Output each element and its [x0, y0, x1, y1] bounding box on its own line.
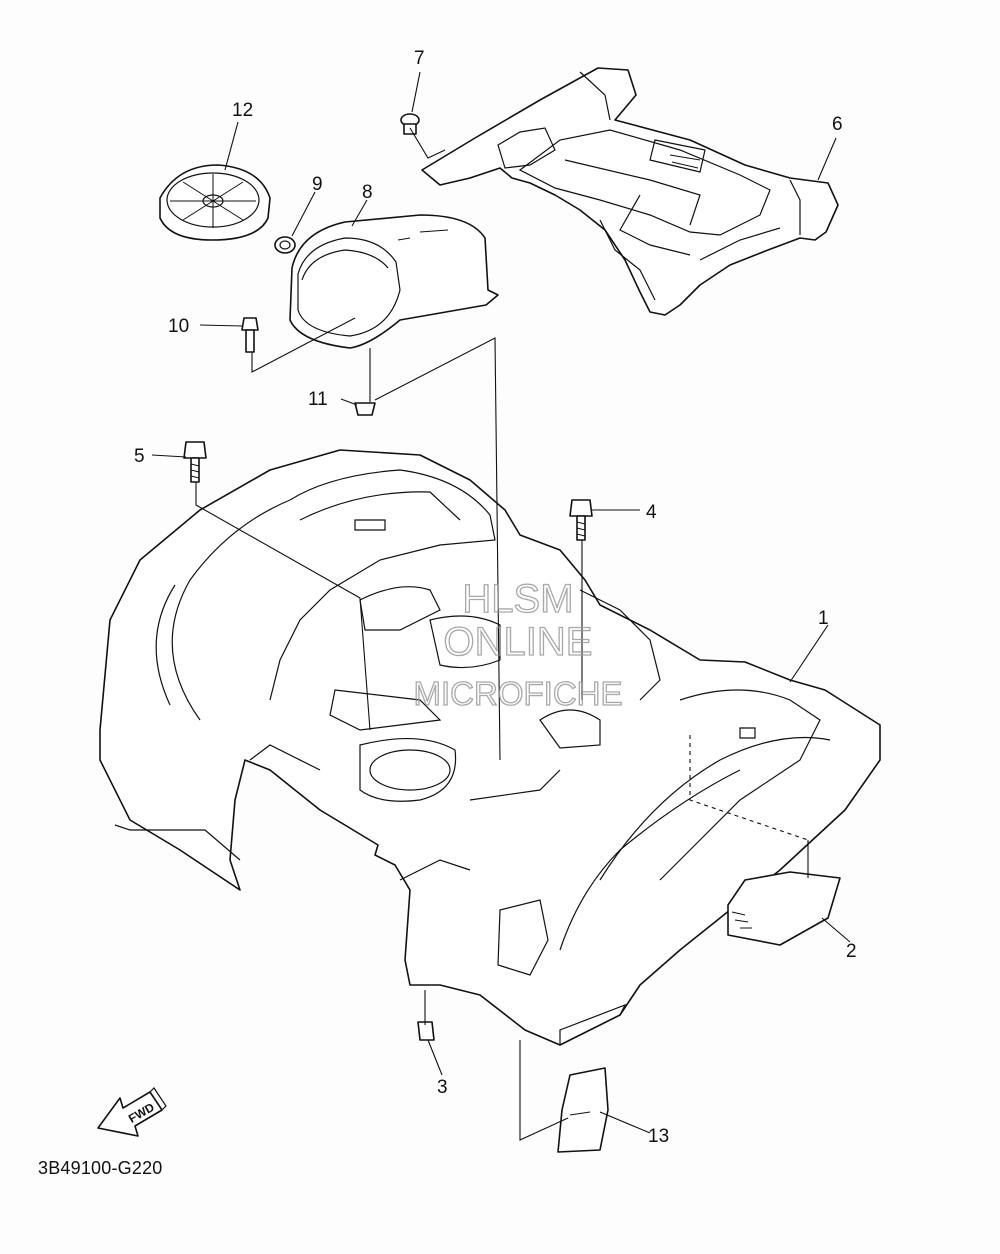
part-5-bolt	[183, 441, 207, 483]
part-10-bolt	[241, 317, 259, 353]
callout-6: 6	[832, 114, 843, 135]
fwd-arrow-icon: FWD	[97, 1087, 167, 1137]
callout-3: 3	[437, 1077, 448, 1098]
callout-4: 4	[646, 502, 657, 523]
reference-code: 3B49100-G220	[38, 1158, 163, 1178]
watermark-line-3: MICROFICHE	[414, 675, 623, 712]
part-6-rear-carrier	[421, 67, 839, 316]
part-9-grommet	[274, 236, 296, 254]
callout-9: 9	[312, 174, 323, 195]
callout-12: 12	[232, 100, 253, 121]
part-1-rear-fender	[99, 449, 881, 1046]
leader-lines	[151, 71, 851, 1141]
watermark-line-2: ONLINE	[444, 620, 593, 664]
part-4-bolt	[569, 499, 593, 541]
watermark-line-1: HLSM	[462, 577, 573, 621]
callout-11: 11	[308, 389, 328, 410]
callout-labels: 1 2 3 4 5 6 7 8 9 10 11 12 13	[134, 48, 857, 1147]
part-3-nut	[417, 1021, 435, 1041]
part-12-cap	[159, 164, 271, 241]
callout-8: 8	[362, 182, 373, 203]
watermark: HLSM ONLINE MICROFICHE	[413, 576, 623, 712]
part-2-panel	[727, 871, 841, 946]
callout-13: 13	[648, 1126, 669, 1147]
callout-7: 7	[414, 48, 425, 69]
callout-5: 5	[134, 446, 145, 467]
callout-10: 10	[168, 316, 189, 337]
part-7-rivet	[400, 113, 420, 135]
callout-2: 2	[846, 941, 857, 962]
part-13-panel	[557, 1067, 609, 1153]
callout-1: 1	[818, 608, 829, 629]
part-11-clip	[354, 402, 376, 416]
part-8-cover	[289, 214, 499, 349]
